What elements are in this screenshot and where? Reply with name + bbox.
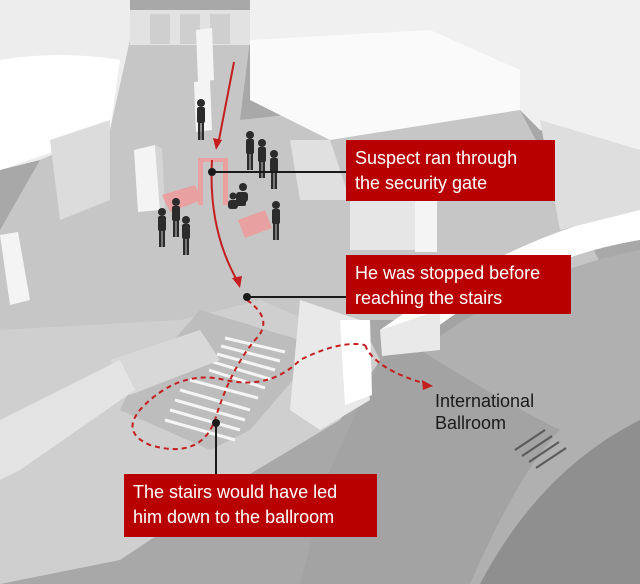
- pillar: [134, 145, 160, 212]
- person-figure: [258, 139, 266, 178]
- callout-security-gate: Suspect ran through the security gate: [346, 140, 555, 201]
- callout-line: reaching the stairs: [355, 288, 503, 308]
- pillar-side: [155, 145, 165, 210]
- pillar: [415, 200, 437, 252]
- security-gate-right: [223, 160, 228, 205]
- scanner-table: [238, 210, 272, 238]
- security-gate-top: [198, 158, 228, 162]
- building-top-right-roof: [250, 30, 520, 140]
- location-label-ballroom: International Ballroom: [435, 390, 534, 434]
- marker-stairs: [212, 419, 220, 427]
- callout-stopped: He was stopped before reaching the stair…: [346, 255, 571, 314]
- marker-gate: [208, 168, 216, 176]
- marker-stopped: [243, 293, 251, 301]
- person-figure: [172, 198, 180, 237]
- people-group: [158, 99, 280, 255]
- pillar: [0, 232, 30, 305]
- location-label-line: International: [435, 391, 535, 411]
- callout-line: Suspect ran through: [355, 148, 518, 168]
- window: [210, 14, 230, 44]
- callout-line: He was stopped before: [355, 263, 541, 283]
- path-arrowhead: [213, 138, 222, 150]
- person-crouching: [228, 192, 238, 209]
- lower-left-wall: [0, 360, 135, 480]
- person-figure: [182, 216, 190, 255]
- location-label-line: Ballroom: [435, 413, 507, 433]
- window: [180, 14, 200, 44]
- callout-line: him down to the ballroom: [133, 507, 335, 527]
- stair-wall-face: [340, 320, 372, 405]
- window: [150, 14, 170, 44]
- callout-line: The stairs would have led: [133, 482, 338, 502]
- person-figure: [158, 208, 166, 247]
- stair-well: [120, 310, 310, 450]
- building-pillar: [290, 140, 350, 200]
- building-top-left-face: [0, 55, 120, 170]
- building-top-left-side: [50, 120, 110, 220]
- stair-steps: [164, 336, 286, 442]
- path-dashed-ballroom: [364, 344, 431, 386]
- ballroom-steps: [514, 429, 567, 469]
- security-gate-left: [198, 160, 203, 205]
- building-right-side: [540, 120, 640, 230]
- scanner-table: [162, 185, 202, 212]
- person-figure: [197, 99, 205, 140]
- path-arrowhead: [422, 380, 433, 390]
- wall-block: [350, 200, 430, 250]
- person-figure: [246, 131, 254, 170]
- callout-stairs: The stairs would have led him down to th…: [124, 474, 377, 537]
- ballroom-wall: [380, 310, 440, 356]
- ballroom-shadow: [480, 420, 640, 584]
- pillar: [196, 28, 214, 82]
- person-figure: [270, 150, 278, 189]
- path-arrowhead: [232, 276, 242, 288]
- path-dashed-stairs: [131, 299, 366, 451]
- person-figure: [272, 201, 280, 240]
- path-solid-top: [217, 61, 235, 146]
- callout-line: the security gate: [355, 173, 488, 193]
- stair-landing: [110, 330, 220, 395]
